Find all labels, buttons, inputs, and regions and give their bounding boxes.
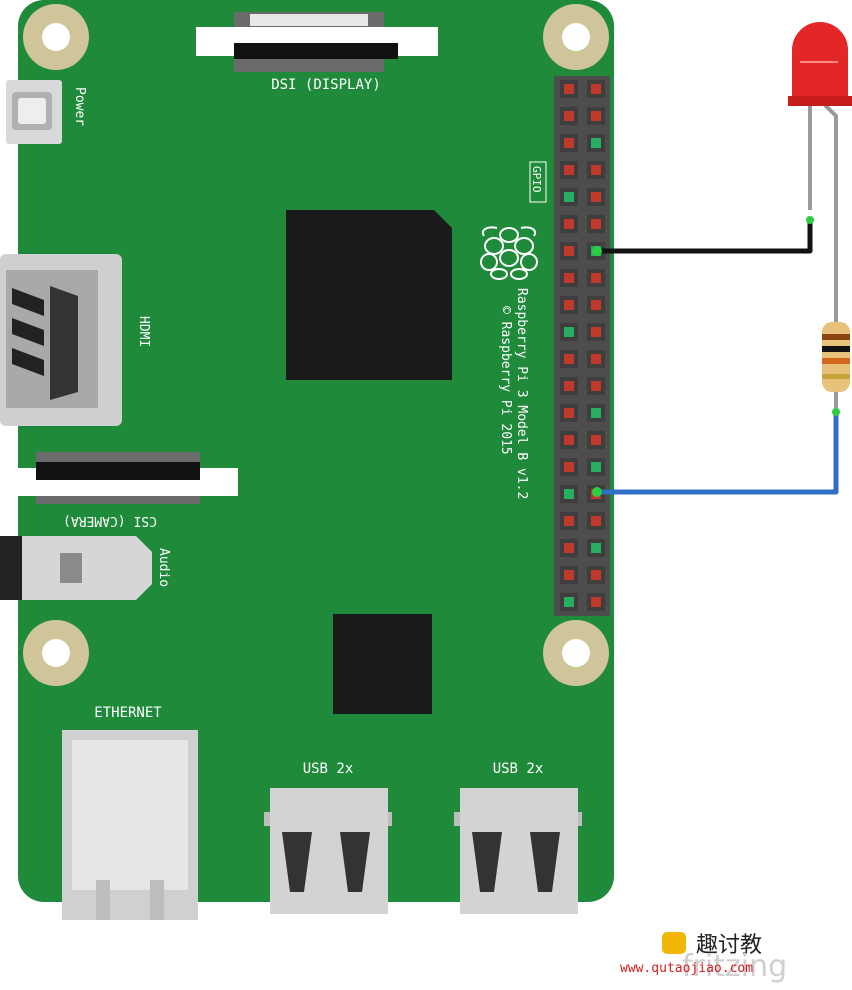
- mounting-hole: [543, 620, 609, 686]
- gpio-pin: [564, 543, 574, 553]
- gpio-pin: [564, 354, 574, 364]
- gpio-pin: [564, 111, 574, 121]
- watermark-url: www.qutaojiao.com: [620, 961, 753, 976]
- wire-endpoint: [806, 216, 814, 224]
- mounting-hole: [23, 4, 89, 70]
- usb-port-1: [264, 788, 392, 914]
- gpio-pin: [591, 192, 601, 202]
- gpio-pin: [591, 543, 601, 553]
- csi-connector: [18, 452, 238, 504]
- gpio-pin: [591, 165, 601, 175]
- gpio-pin: [591, 354, 601, 364]
- gpio-pin: [564, 570, 574, 580]
- gpio-pin: [564, 489, 574, 499]
- gpio-pin: [564, 462, 574, 472]
- gpio-pin: [591, 462, 601, 472]
- gpio-label-box: [529, 161, 547, 203]
- dsi-connector: [196, 12, 438, 72]
- gpio-pin: [591, 570, 601, 580]
- gpio-pin: [591, 435, 601, 445]
- mounting-hole: [543, 4, 609, 70]
- gpio-pin: [564, 219, 574, 229]
- soc-chip: [286, 210, 452, 380]
- gpio-pin: [564, 273, 574, 283]
- gpio-pin: [591, 516, 601, 526]
- watermark-brand: fritzing: [682, 949, 787, 984]
- gpio-pin: [564, 408, 574, 418]
- gpio-pin: [591, 273, 601, 283]
- dsi-label: DSI (DISPLAY): [271, 77, 381, 93]
- led-anode-leg: [818, 98, 838, 328]
- gpio-header: [554, 76, 610, 616]
- black-wire: [597, 220, 813, 254]
- usb-label-2: USB 2x: [493, 761, 544, 777]
- gpio-pin: [591, 138, 601, 148]
- ethernet-label: ETHERNET: [94, 705, 162, 721]
- gpio-pin: [564, 192, 574, 202]
- gpio-pin: [591, 597, 601, 607]
- raspberry-pi-board: [18, 0, 614, 902]
- gpio-pin: [564, 516, 574, 526]
- power-port: [6, 80, 62, 144]
- copyright-label: © Raspberry Pi 2015: [498, 306, 513, 455]
- gpio-pin: [591, 300, 601, 310]
- gpio-pin: [591, 408, 601, 418]
- gpio-pin: [591, 381, 601, 391]
- blue-wire: [597, 412, 839, 495]
- csi-label: CSI (CAMERA): [63, 513, 157, 528]
- gpio-pin: [564, 84, 574, 94]
- lan-chip: [333, 614, 432, 714]
- wire-endpoint: [592, 487, 602, 497]
- power-label: Power: [72, 87, 87, 126]
- gpio-pin: [591, 327, 601, 337]
- gpio-pin: [564, 165, 574, 175]
- ethernet-port: [62, 730, 198, 920]
- audio-jack: [0, 536, 152, 600]
- hdmi-label: HDMI: [136, 316, 151, 347]
- gpio-pin: [591, 111, 601, 121]
- mounting-hole: [23, 620, 89, 686]
- gpio-pin: [591, 84, 601, 94]
- gpio-pin: [564, 597, 574, 607]
- hdmi-port: [0, 254, 122, 426]
- wire-endpoint: [592, 246, 602, 256]
- gpio-label: GPIO: [530, 166, 543, 193]
- gpio-pin: [564, 300, 574, 310]
- usb-port-2: [454, 788, 582, 914]
- watermark: 趣讨教 fritzing www.qutaojiao.com: [620, 932, 787, 984]
- wire-endpoint: [832, 408, 840, 416]
- audio-label: Audio: [156, 548, 171, 587]
- gpio-pin: [564, 138, 574, 148]
- model-label: Raspberry Pi 3 Model B v1.2: [514, 288, 529, 499]
- gpio-pin: [591, 219, 601, 229]
- gpio-pin: [564, 246, 574, 256]
- watermark-title: 趣讨教: [696, 933, 762, 958]
- gpio-pin: [564, 435, 574, 445]
- usb-label-1: USB 2x: [303, 761, 354, 777]
- gpio-pins: [560, 80, 605, 611]
- raspberry-logo-icon: [480, 226, 538, 280]
- red-led: [788, 22, 852, 106]
- gpio-pin: [564, 327, 574, 337]
- qutaojiao-logo-icon: [662, 932, 686, 954]
- gpio-pin: [564, 381, 574, 391]
- resistor: [822, 322, 850, 392]
